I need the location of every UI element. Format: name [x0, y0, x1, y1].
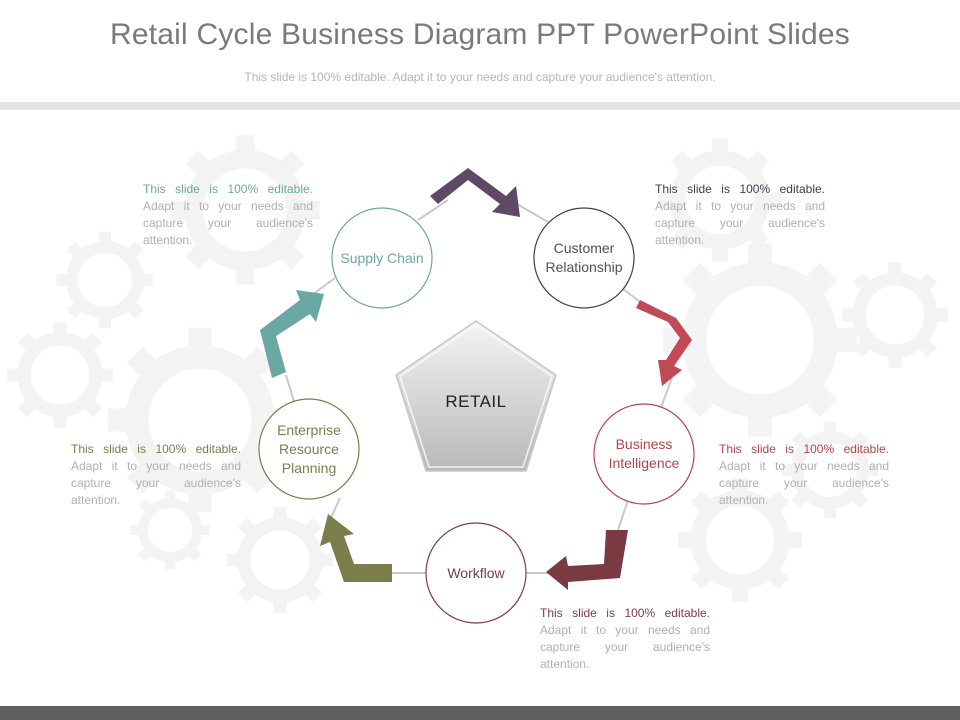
description-top-right: This slide is 100% editable. Adapt it to… [655, 181, 825, 249]
node-label-customer-relationship: Customer Relationship [545, 240, 623, 275]
description-right: This slide is 100% editable. Adapt it to… [719, 441, 889, 509]
node-label-business-intelligence: Business Intelligence [608, 436, 680, 471]
slide-title: Retail Cycle Business Diagram PPT PowerP… [110, 18, 850, 51]
description-body: Adapt it to your needs and capture your … [540, 623, 710, 671]
node-circle-enterprise-resource-planning [258, 398, 360, 500]
description-body: Adapt it to your needs and capture your … [719, 459, 889, 507]
slide-subtitle: This slide is 100% editable. Adapt it to… [244, 70, 716, 84]
node-label-supply-chain: Supply Chain [340, 249, 424, 266]
arrow-erp-to-supply [260, 290, 324, 378]
node-label-workflow: Workflow [447, 564, 505, 581]
arrow-customer-to-business [636, 300, 692, 386]
description-top-left: This slide is 100% editable. Adapt it to… [143, 181, 313, 249]
description-bottom: This slide is 100% editable. Adapt it to… [540, 605, 710, 673]
arrow-business-to-workflow [546, 530, 628, 590]
header-divider [0, 102, 960, 110]
description-lead: This slide is 100% editable. [655, 182, 825, 196]
description-lead: This slide is 100% editable. [719, 442, 889, 456]
description-body: Adapt it to your needs and capture your … [143, 199, 313, 247]
node-circle-customer-relationship [533, 207, 635, 309]
arrow-supply-to-customer [430, 168, 520, 217]
description-body: Adapt it to your needs and capture your … [655, 199, 825, 247]
description-left: This slide is 100% editable. Adapt it to… [71, 441, 241, 509]
node-circle-workflow [425, 522, 527, 624]
description-lead: This slide is 100% editable. [71, 442, 241, 456]
retail-pentagon [395, 320, 557, 472]
node-circle-supply-chain [331, 207, 433, 309]
footer-band [0, 706, 960, 720]
description-lead: This slide is 100% editable. [143, 182, 313, 196]
node-circle-business-intelligence [593, 403, 695, 505]
node-label-enterprise-resource-planning: Enterprise Resource Planning [277, 421, 341, 476]
description-body: Adapt it to your needs and capture your … [71, 459, 241, 507]
description-lead: This slide is 100% editable. [540, 606, 710, 620]
arrow-workflow-to-erp [320, 514, 392, 582]
center-label: RETAIL [445, 392, 507, 411]
